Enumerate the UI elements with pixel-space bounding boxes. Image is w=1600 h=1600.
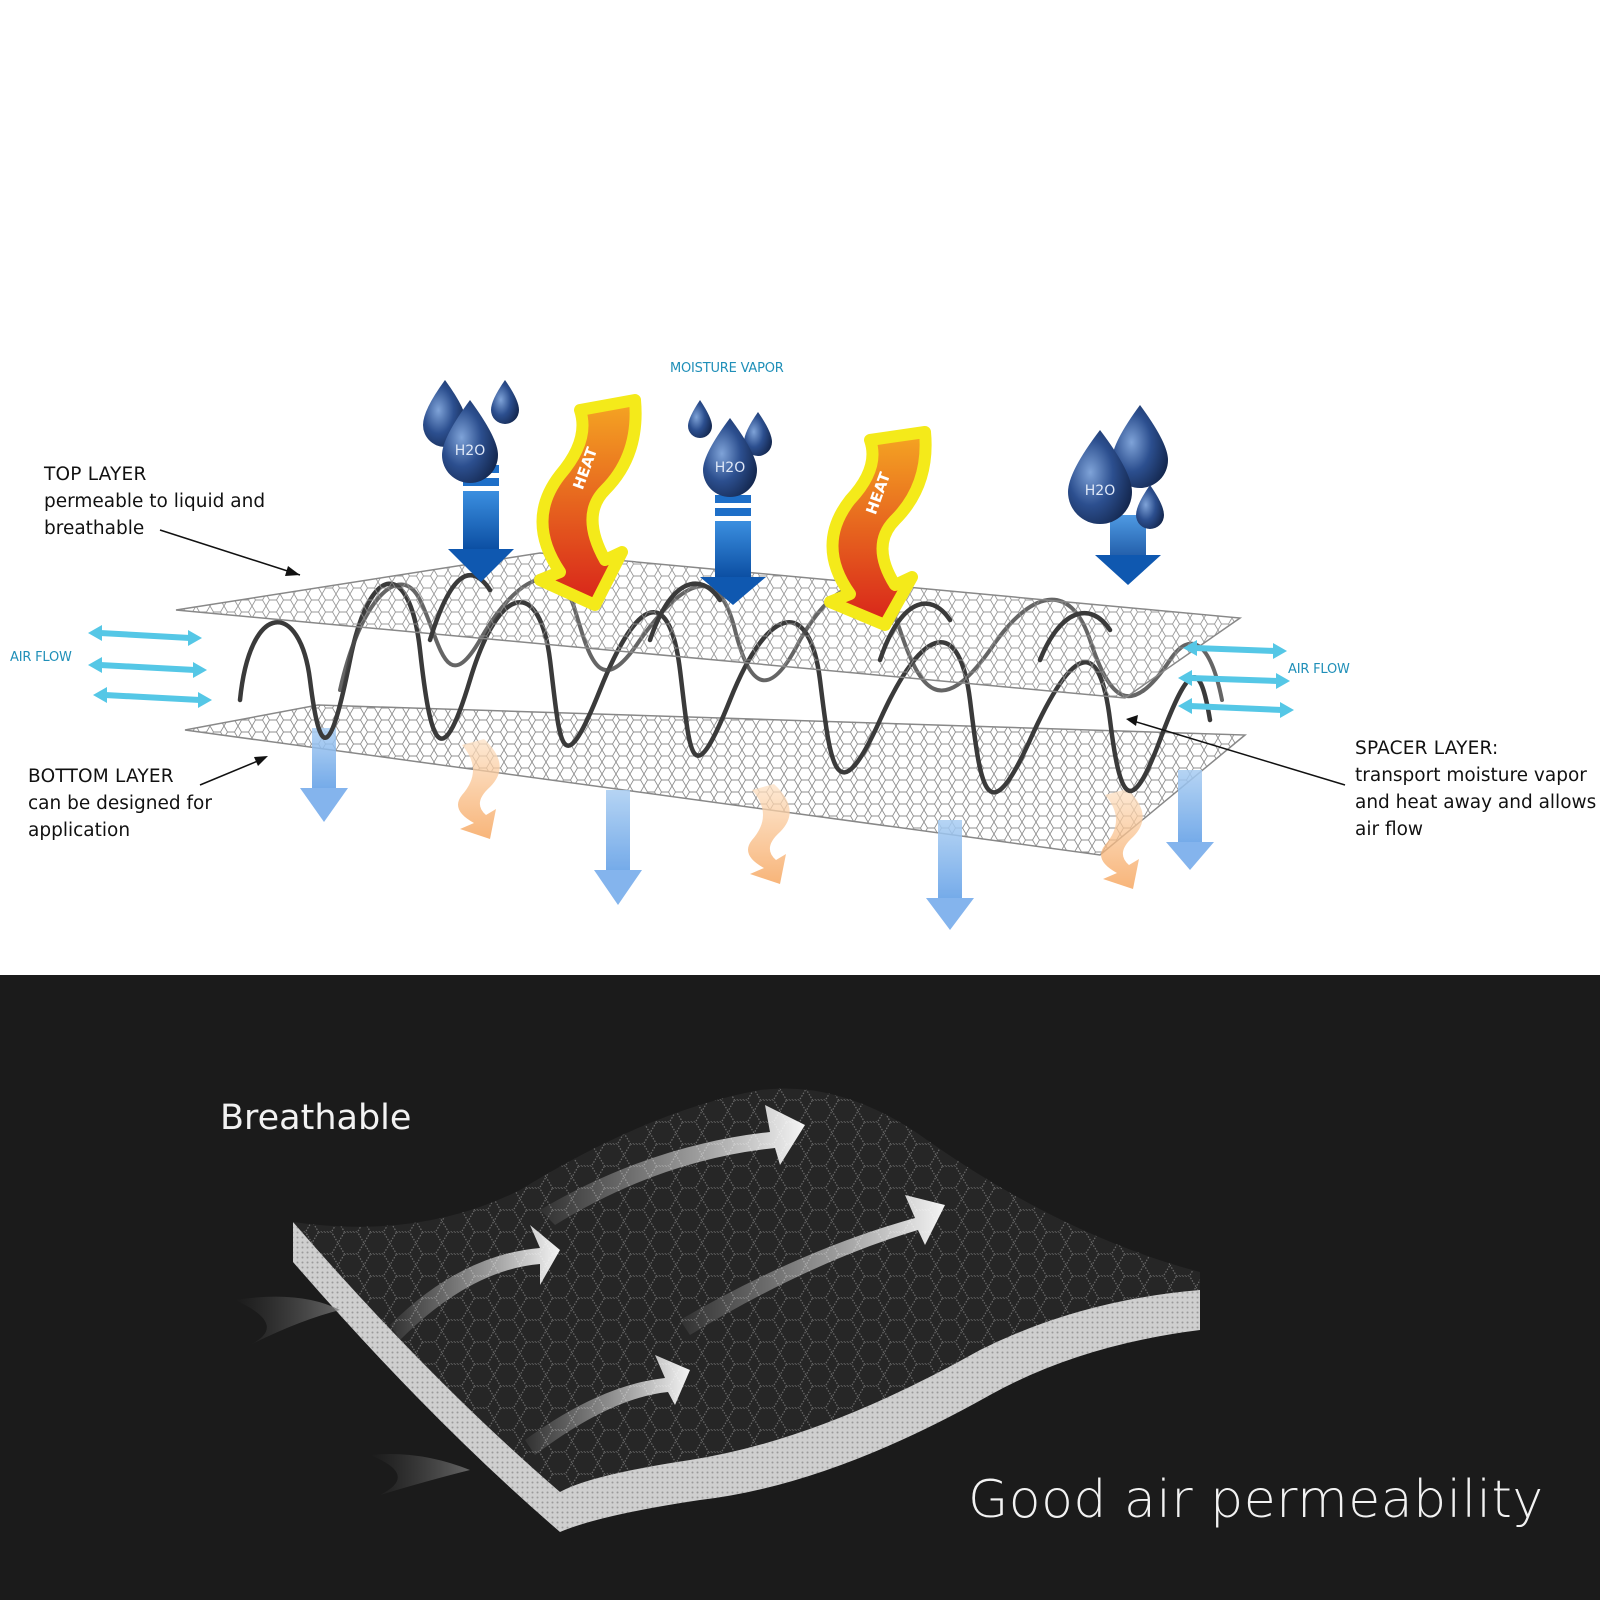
water-drop-icon [442, 400, 498, 483]
bottom-layer-heading: BOTTOM LAYER [28, 766, 174, 787]
water-drop-icon [1068, 430, 1132, 524]
spacer-layer-line-3: air flow [1355, 819, 1424, 840]
water-drop-icon [491, 380, 519, 424]
airflow-arrow-icon [390, 1225, 560, 1340]
permeability-caption: Good air permeability [968, 1470, 1544, 1530]
airflow-arrow-icon [680, 1195, 945, 1335]
airflow-arrow-icon [540, 1105, 805, 1225]
svg-text:H2O: H2O [1085, 483, 1115, 499]
bottom-layer-line-2: application [28, 820, 131, 841]
fabric-front-edge [560, 1290, 1200, 1532]
bottom-mesh-layer [184, 704, 1248, 856]
airflow-arrow-icon [525, 1355, 690, 1455]
water-drop-icon [703, 418, 757, 497]
fabric-side-edge [293, 1222, 560, 1532]
water-drop-icon [744, 412, 772, 456]
moisture-vapor-label: MOISTURE VAPOR [670, 361, 784, 376]
heat-arrow-1: HEAT [534, 394, 642, 611]
spacer-layer-line-1: transport moisture vapor [1355, 765, 1587, 786]
air-wisp [235, 1296, 340, 1345]
svg-text:H2O: H2O [715, 460, 745, 476]
top-mesh-layer [175, 552, 1243, 699]
bottom-layer-line-1: can be designed for [28, 793, 212, 814]
water-drop-icon [1112, 405, 1168, 488]
water-drop-group-3: H2O [1068, 405, 1168, 585]
leader-lines [159, 529, 1346, 786]
top-layer-label: TOP LAYER permeable to liquid and breath… [44, 461, 265, 542]
svg-text:H2O: H2O [455, 443, 485, 459]
bottom-moisture-arrows [300, 728, 1214, 930]
water-drop-group-1: H2O [423, 380, 519, 582]
spacer-layer-label: SPACER LAYER: transport moisture vapor a… [1355, 735, 1596, 843]
heat-arrow-2: HEAT [824, 426, 932, 631]
air-flow-label-left: AIR FLOW [10, 650, 72, 665]
water-drop-icon [688, 400, 712, 438]
top-layer-line-1: permeable to liquid and [44, 491, 266, 512]
breathable-banner [0, 975, 1600, 1600]
water-drop-icon [1136, 485, 1164, 529]
air-flow-label-right: AIR FLOW [1288, 662, 1350, 677]
top-layer-line-2: breathable [44, 518, 145, 539]
airflow-arrows [390, 1105, 945, 1455]
bottom-heat-arrows [458, 739, 1143, 889]
air-flow-arrows-right [1178, 640, 1294, 718]
air-flow-arrows-left [88, 625, 212, 708]
fabric-illustration [235, 1088, 1200, 1532]
spacer-layer-line-2: and heat away and allows [1355, 792, 1597, 813]
water-drop-group-2: H2O [688, 400, 772, 605]
breathable-title: Breathable [220, 1098, 412, 1138]
top-layer-heading: TOP LAYER [44, 464, 147, 485]
top-diagram-panel: H2O H2O H2O HEAT HEAT [10, 361, 1597, 930]
bottom-layer-label: BOTTOM LAYER can be designed for applica… [28, 763, 212, 844]
spacer-layer-heading: SPACER LAYER: [1355, 738, 1499, 759]
air-wisp [370, 1454, 470, 1495]
layer-diagram: H2O H2O H2O HEAT HEAT [88, 380, 1346, 930]
